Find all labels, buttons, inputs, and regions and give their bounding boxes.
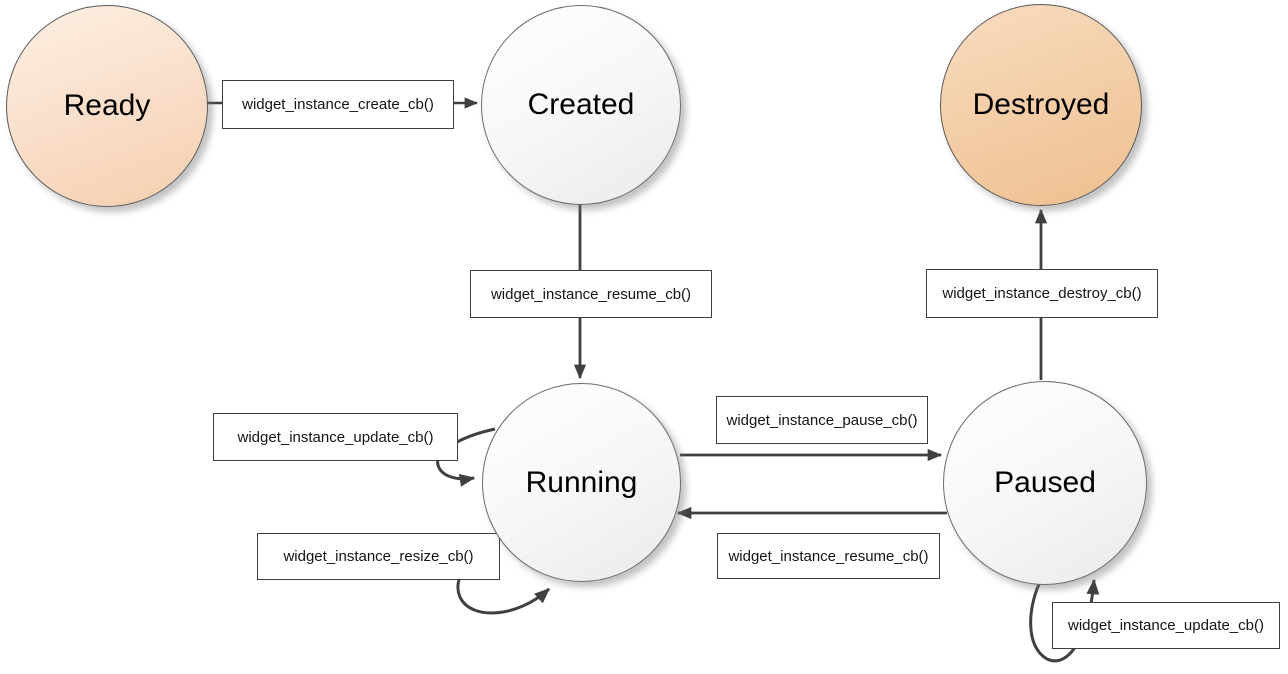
transition-label-create: widget_instance_create_cb() [222, 80, 454, 129]
transition-label-destroy: widget_instance_destroy_cb() [926, 269, 1158, 318]
state-created: Created [481, 5, 681, 205]
state-running: Running [482, 383, 681, 582]
state-destroyed: Destroyed [940, 4, 1142, 206]
state-paused: Paused [943, 381, 1147, 585]
transition-label-resume-top: widget_instance_resume_cb() [470, 270, 712, 318]
transition-label-pause: widget_instance_pause_cb() [716, 396, 928, 444]
transition-label-update-paused: widget_instance_update_cb() [1052, 602, 1280, 649]
transition-label-resize: widget_instance_resize_cb() [257, 533, 500, 580]
state-ready: Ready [6, 5, 208, 207]
arrow-running-update-loop [436, 427, 496, 487]
transition-label-resume-bottom: widget_instance_resume_cb() [717, 533, 940, 579]
transition-label-update-running: widget_instance_update_cb() [213, 413, 458, 461]
